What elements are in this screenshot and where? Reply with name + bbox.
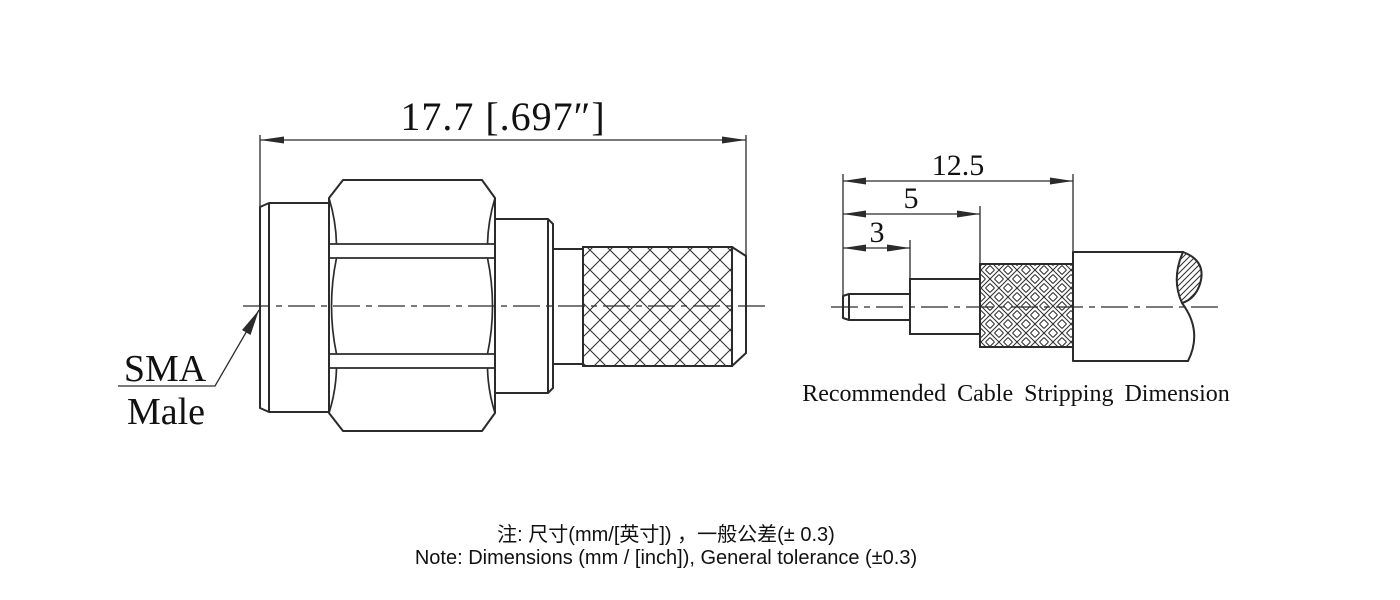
dim-text-12-5: 12.5 — [932, 149, 985, 182]
sma-male-label: SMA Male — [118, 309, 260, 433]
cable-stripping-view: 12.5 5 3 Recommended Cable Stripping Dim… — [802, 149, 1230, 407]
step-outline — [494, 218, 554, 394]
dim-arrow-right — [722, 136, 746, 144]
leader-arrowhead — [242, 310, 259, 335]
note-line-english: Note: Dimensions (mm / [inch]), General … — [415, 547, 917, 569]
hex-outline — [328, 179, 496, 432]
dim-5-arrow-left — [843, 210, 866, 218]
drawing-notes: 注: 尺寸(mm/[英寸]) ，一般公差(± 0.3) Note: Dimens… — [415, 523, 917, 569]
braid-rect — [979, 263, 1074, 348]
dim-text-5: 5 — [904, 182, 919, 215]
label-male: Male — [127, 391, 205, 433]
body-step — [494, 218, 554, 394]
note-line-chinese: 注: 尺寸(mm/[英寸]) ，一般公差(± 0.3) — [497, 523, 835, 546]
dim-12-5-arrow-right — [1050, 177, 1073, 185]
dim-5-arrow-right — [957, 210, 980, 218]
dim-12-5-arrow-left — [843, 177, 866, 185]
cable-jacket — [1072, 174, 1203, 362]
dimension-3: 3 — [843, 216, 910, 252]
dim-3-arrow-left — [843, 244, 866, 252]
dim-3-arrow-right — [887, 244, 910, 252]
neck-outline — [552, 248, 584, 365]
break-lens-curve — [1181, 251, 1203, 304]
dielectric — [909, 240, 981, 335]
dimension-17-7: 17.7 [.697″] — [260, 94, 747, 256]
dim-text-3: 3 — [870, 216, 885, 249]
dimension-5: 5 — [843, 182, 980, 218]
break-section-hatch — [1176, 252, 1202, 303]
coupling-nut-front — [259, 135, 330, 413]
knurl-section — [582, 246, 747, 367]
conductor-outline — [842, 293, 911, 321]
dim-text-overall-length: 17.7 [.697″] — [400, 94, 605, 139]
sma-connector-view: 17.7 [.697″] SMA Male — [118, 94, 770, 433]
jacket-outline — [1072, 251, 1189, 362]
label-sma: SMA — [124, 348, 207, 390]
knurl-end-chamfer — [731, 246, 747, 367]
leader-line — [118, 309, 260, 387]
dim-arrow-left — [260, 136, 284, 144]
hex-facet-arcs — [328, 197, 496, 414]
dimension-12-5: 12.5 — [843, 149, 1073, 185]
front-cylinder-outline — [259, 202, 330, 413]
hex-nut-body — [328, 179, 496, 432]
braid-shield — [979, 206, 1074, 348]
center-conductor — [842, 174, 911, 321]
knurl-rect — [582, 246, 733, 367]
cable-stripping-caption: Recommended Cable Stripping Dimension — [802, 381, 1230, 407]
hex-facet-lines — [329, 243, 495, 369]
